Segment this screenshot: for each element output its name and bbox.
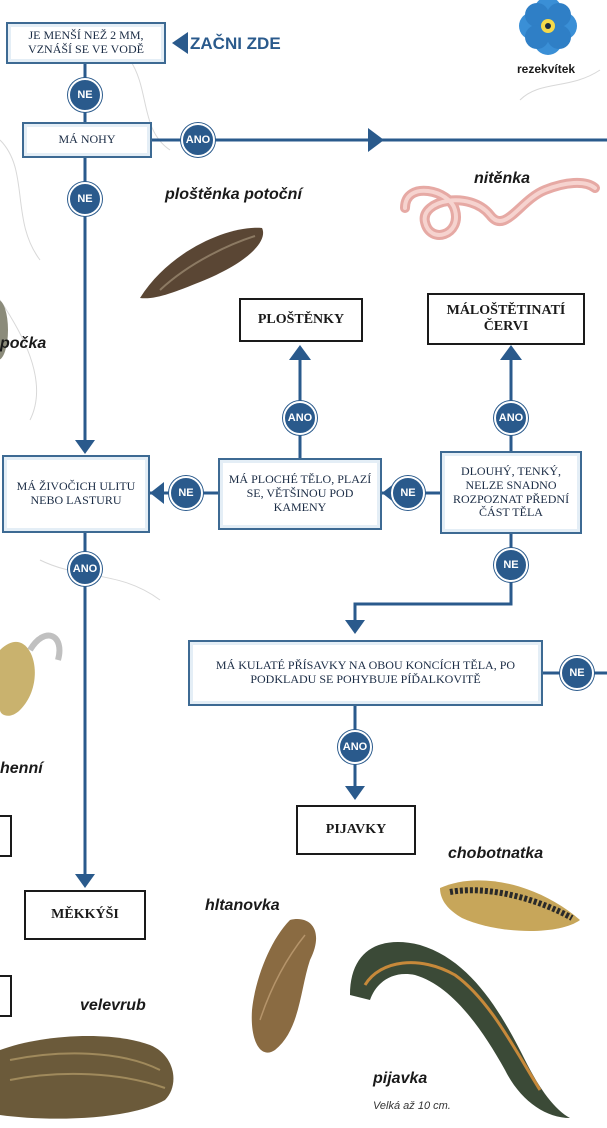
- question-shell: MÁ ŽIVOČICH ULITU NEBO LASTURU: [2, 455, 150, 533]
- result-flatworms-text: PLOŠTĚNKY: [257, 311, 345, 327]
- arrow-head: [345, 786, 365, 800]
- background-twigs: [0, 59, 601, 601]
- species-label-erpobdella: hltanovka: [205, 897, 280, 914]
- species-label-partial-left: počka: [0, 335, 47, 352]
- species-label-unio: velevrub: [80, 997, 146, 1014]
- species-label-leech: pijavka: [373, 1070, 428, 1087]
- question-size-text: JE MENŠÍ NEŽ 2 MM, VZNÁŠÍ SE VE VODĚ: [28, 28, 144, 56]
- brand-name: rezekvítek: [517, 62, 576, 76]
- partial-left-illustration: [0, 300, 8, 360]
- result-molluscs-text: MĚKKÝŠI: [51, 906, 119, 922]
- question-size: JE MENŠÍ NEŽ 2 MM, VZNÁŠÍ SE VE VODĚ: [6, 22, 166, 64]
- yes-badge-shell: ANO: [68, 552, 102, 586]
- partial-box-1: [0, 815, 12, 857]
- species-label-partial-henni: henní: [0, 760, 43, 777]
- question-long: DLOUHÝ, TENKÝ, NELZE SNADNO ROZPOZNAT PŘ…: [440, 451, 582, 534]
- no-badge-flat: NE: [169, 476, 203, 510]
- result-flatworms: PLOŠTĚNKY: [239, 298, 363, 342]
- arrow-head: [75, 874, 95, 888]
- planaria-illustration: [140, 227, 264, 299]
- yes-badge-long: ANO: [494, 401, 528, 435]
- arrow-head: [150, 482, 164, 504]
- question-flat-text: MÁ PLOCHÉ TĚLO, PLAZÍ SE, VĚTŠINOU POD K…: [228, 472, 372, 514]
- no-badge-legs: NE: [68, 182, 102, 216]
- question-long-text: DLOUHÝ, TENKÝ, NELZE SNADNO ROZPOZNAT PŘ…: [452, 463, 570, 520]
- leech-size-note: Velká až 10 cm.: [373, 1100, 451, 1112]
- result-oligochaetes-text: MÁLOŠTĚTINATÍ ČERVI: [446, 302, 566, 334]
- result-oligochaetes: MÁLOŠTĚTINATÍ ČERVI: [427, 293, 585, 345]
- leech-illustration: [350, 942, 570, 1118]
- tubifex-illustration: [400, 178, 600, 240]
- rezekvitek-logo-icon: [519, 0, 577, 55]
- arrow-head: [500, 345, 522, 360]
- result-leeches: PIJAVKY: [296, 805, 416, 855]
- question-suckers: MÁ KULATÉ PŘÍSAVKY NA OBOU KONCÍCH TĚLA,…: [188, 640, 543, 706]
- start-pointer-arrow: [172, 32, 188, 54]
- question-legs-text: MÁ NOHY: [58, 132, 116, 147]
- arrow-head: [75, 440, 95, 454]
- no-badge-size: NE: [68, 78, 102, 112]
- yes-badge-flat: ANO: [283, 401, 317, 435]
- no-badge-long-down: NE: [494, 548, 528, 582]
- no-badge-suckers: NE: [560, 656, 594, 690]
- arrow-head: [345, 620, 365, 634]
- start-label: ZAČNI ZDE: [190, 34, 281, 53]
- question-legs: MÁ NOHY: [22, 122, 152, 158]
- question-flat: MÁ PLOCHÉ TĚLO, PLAZÍ SE, VĚTŠINOU POD K…: [218, 458, 382, 530]
- snail-illustration: [0, 632, 63, 716]
- erpobdella-illustration: [251, 919, 317, 1053]
- proboscis-leech-illustration: [440, 880, 580, 932]
- mussel-illustration: [0, 1035, 174, 1119]
- species-label-planaria: ploštěnka potoční: [165, 186, 302, 203]
- question-shell-text: MÁ ŽIVOČICH ULITU NEBO LASTURU: [16, 479, 136, 507]
- result-molluscs: MĚKKÝŠI: [24, 890, 146, 940]
- yes-badge-legs: ANO: [181, 123, 215, 157]
- no-badge-long: NE: [391, 476, 425, 510]
- species-label-tubifex: nitěnka: [474, 170, 531, 187]
- result-leeches-text: PIJAVKY: [325, 821, 387, 837]
- question-suckers-text: MÁ KULATÉ PŘÍSAVKY NA OBOU KONCÍCH TĚLA,…: [215, 658, 516, 686]
- arrow-head: [289, 345, 311, 360]
- partial-box-2: [0, 975, 12, 1017]
- arrow-head: [368, 128, 384, 152]
- yes-badge-suckers: ANO: [338, 730, 372, 764]
- species-label-proboscis: chobotnatka: [448, 845, 544, 862]
